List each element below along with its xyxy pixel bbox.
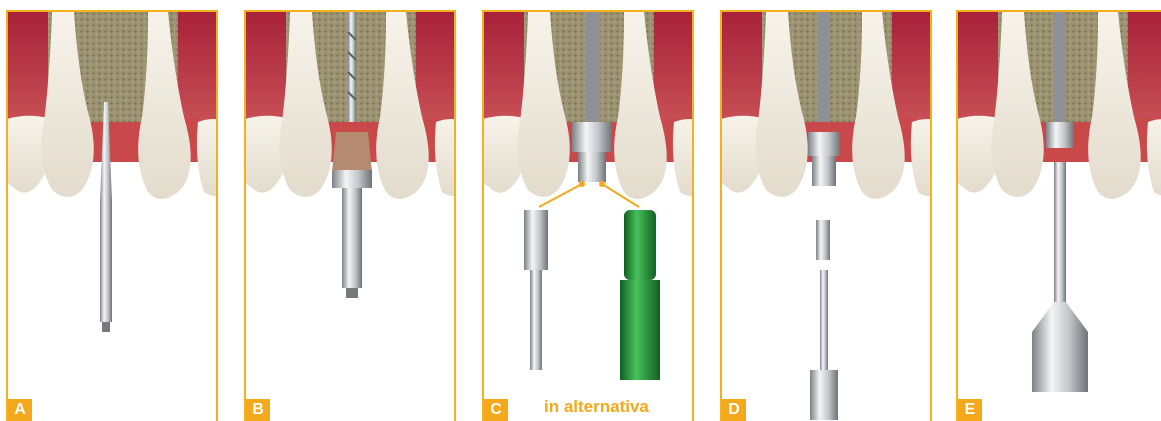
dental-scene [246, 12, 456, 421]
dental-scene [484, 12, 694, 421]
step-label-e: E [958, 399, 982, 421]
alternative-caption: in alternativa [544, 397, 649, 417]
step-label-d: D [722, 399, 746, 421]
panel-e: E [956, 10, 1161, 421]
screwdriver-icon [524, 210, 548, 370]
step-label-a: A [8, 399, 32, 421]
step-label-b: B [246, 399, 270, 421]
dental-scene [722, 12, 932, 421]
dental-scene [958, 12, 1161, 421]
panel-d: D [720, 10, 932, 421]
panel-a: A [6, 10, 218, 421]
green-adapter-icon [620, 210, 660, 380]
panel-b: B [244, 10, 456, 421]
dental-scene [8, 12, 218, 421]
step-label-c: C [484, 399, 508, 421]
panel-c: C in alternativa [482, 10, 694, 421]
